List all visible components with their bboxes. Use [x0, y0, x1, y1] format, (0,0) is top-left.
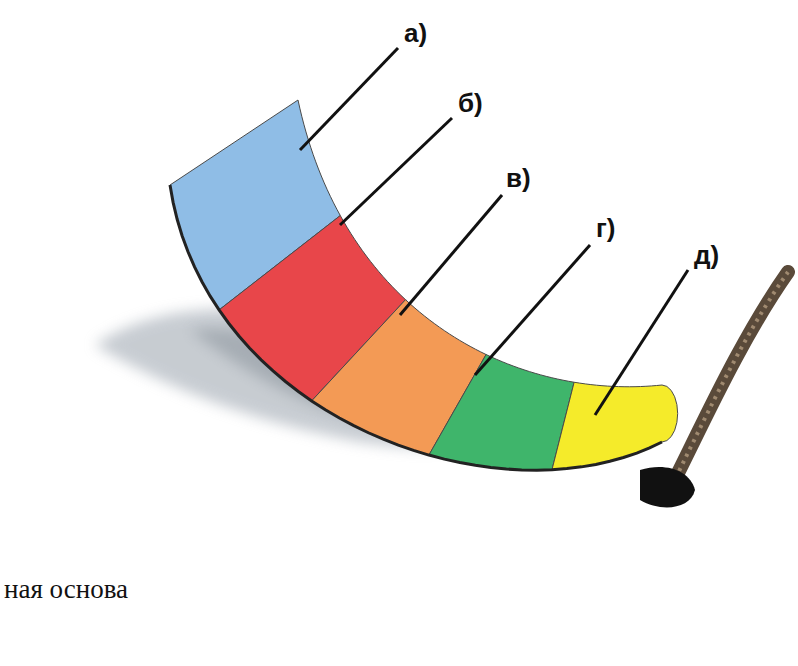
part-label: б) [458, 88, 483, 119]
part-label: в) [506, 163, 531, 194]
leader-line [340, 118, 452, 225]
shell-layer [552, 382, 678, 469]
leader-line [595, 270, 688, 415]
shell-layers [170, 100, 678, 470]
shell-layer [429, 355, 574, 471]
rod [672, 272, 788, 485]
leader-line [475, 245, 590, 375]
shell-shadow [640, 467, 695, 507]
leader-line [400, 195, 502, 315]
shell-edge [170, 185, 662, 470]
rod-texture [672, 272, 788, 485]
leader-line [300, 48, 398, 150]
part-label: а) [404, 18, 427, 49]
part-label: г) [596, 213, 616, 244]
caption-fragment: ная основа [4, 574, 128, 605]
leader-lines [300, 48, 688, 415]
part-label: д) [694, 240, 719, 271]
